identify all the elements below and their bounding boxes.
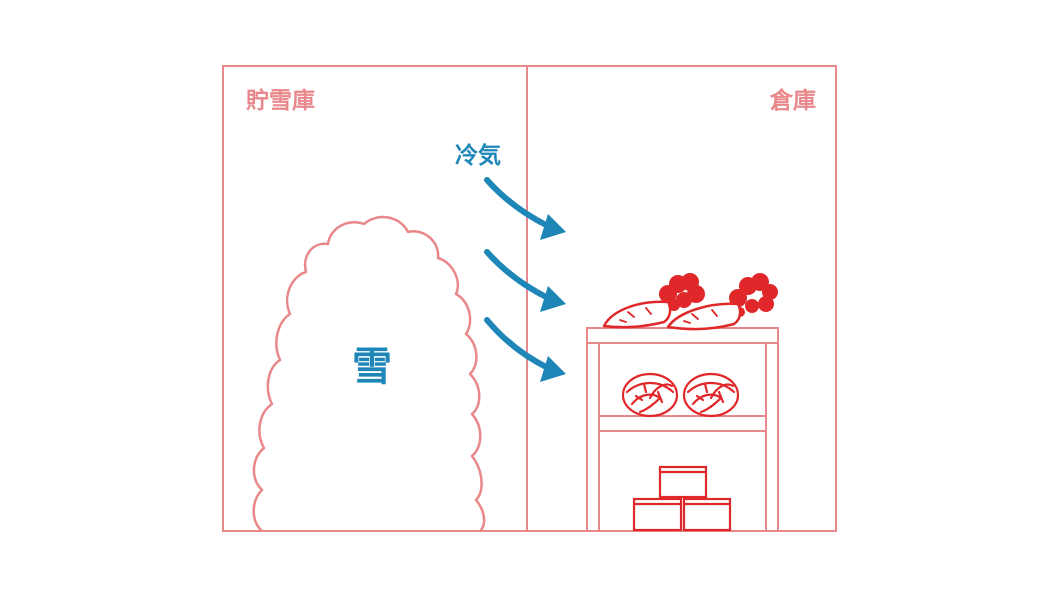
shelf-right-post bbox=[765, 342, 779, 532]
building-outline bbox=[222, 65, 837, 532]
storage-container-icon bbox=[658, 465, 708, 499]
snow-label: 雪 bbox=[352, 344, 392, 390]
carrot-icon bbox=[602, 273, 705, 329]
cold-air-label: 冷気 bbox=[455, 142, 501, 169]
shelf-middle bbox=[586, 415, 779, 432]
carrot-icon bbox=[666, 273, 778, 331]
cold-air-arrow-icon bbox=[484, 177, 566, 240]
storage-container-icon bbox=[632, 497, 683, 532]
right-room-label: 倉庫 bbox=[769, 87, 816, 114]
shelf-top bbox=[586, 327, 779, 344]
shelf-left-post bbox=[586, 342, 600, 532]
cabbage-icon bbox=[621, 372, 679, 418]
cold-air-arrow-icon bbox=[484, 249, 566, 312]
storage-container-icon bbox=[682, 497, 732, 532]
cold-air-arrow-icon bbox=[484, 317, 566, 382]
shelf-icon bbox=[586, 327, 779, 532]
left-room-label: 貯雪庫 bbox=[246, 87, 315, 114]
cabbage-icon bbox=[682, 372, 740, 418]
snow-pile-icon bbox=[252, 215, 486, 532]
